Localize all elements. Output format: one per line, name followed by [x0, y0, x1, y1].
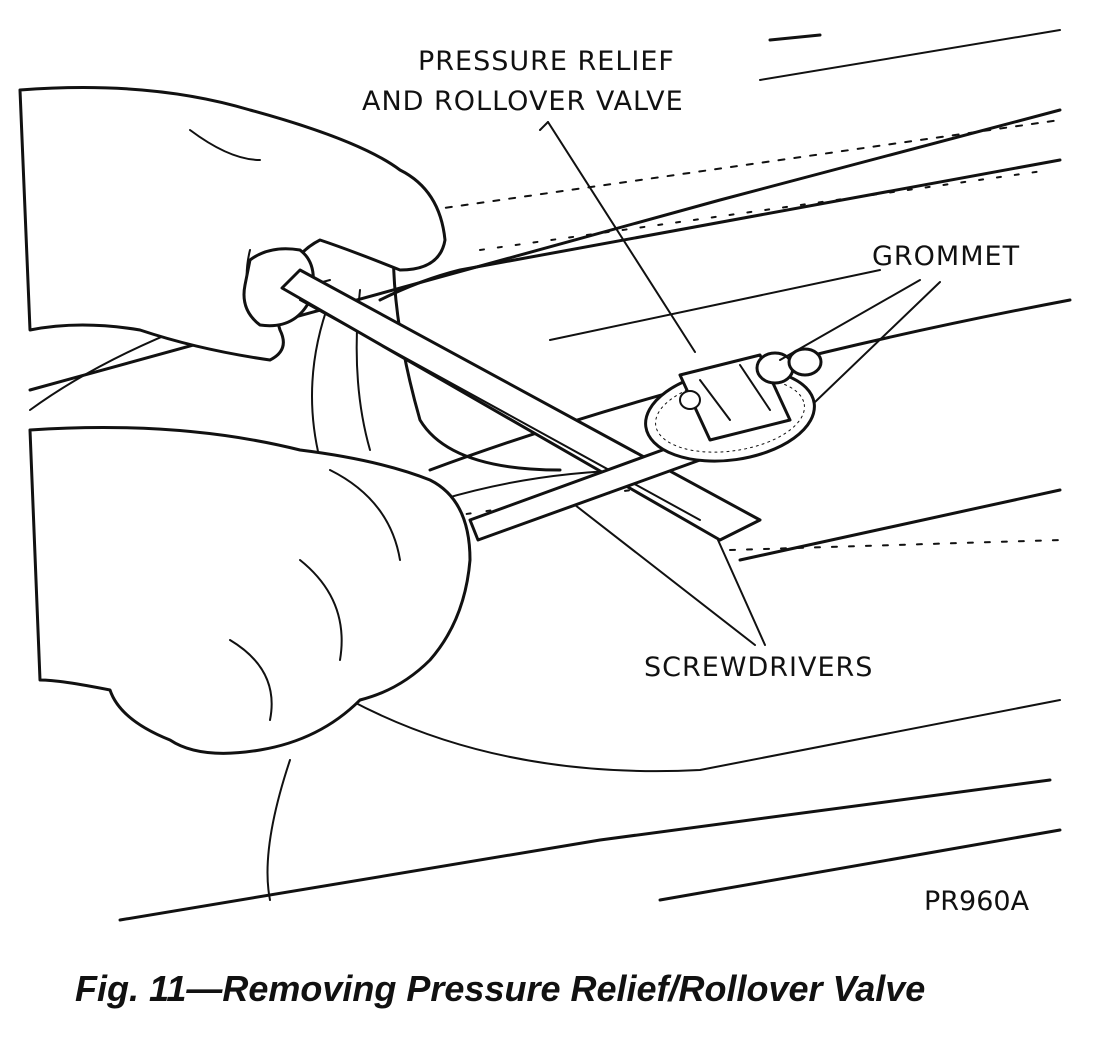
- leader-lines: [539, 121, 941, 646]
- grommet-label: GROMMET: [872, 241, 1021, 272]
- valve-label-line1: PRESSURE RELIEF: [418, 46, 675, 77]
- valve-icon: [678, 347, 823, 442]
- valve-label-line2: AND ROLLOVER VALVE: [362, 86, 684, 117]
- left-hand-icon: [18, 86, 447, 362]
- figure-code: PR960A: [924, 886, 1030, 917]
- figure-caption: Fig. 11—Removing Pressure Relief/Rollove…: [75, 968, 926, 1009]
- screwdrivers-label: SCREWDRIVERS: [644, 652, 874, 683]
- right-hand-fist-icon: [28, 426, 472, 901]
